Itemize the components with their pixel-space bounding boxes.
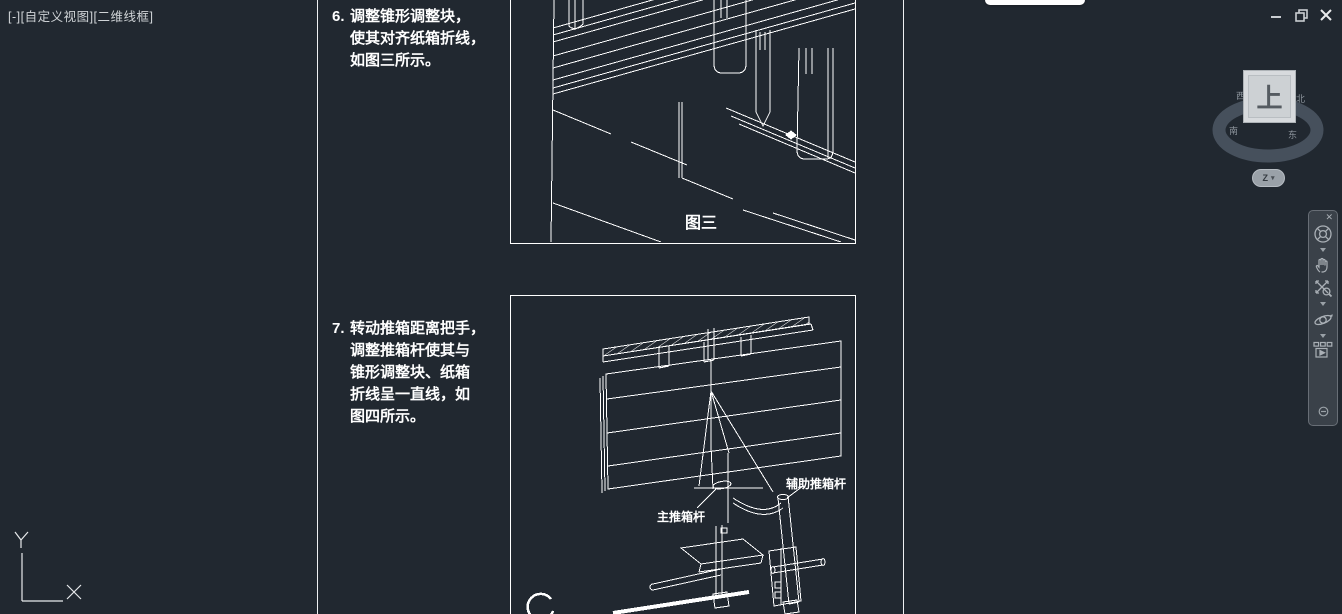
- step-number: 7.: [332, 320, 345, 337]
- compass-west[interactable]: 西: [1236, 91, 1246, 101]
- sheet-border-left: [317, 0, 318, 614]
- figure3-caption: 图三: [684, 215, 717, 232]
- pan-hand-icon[interactable]: [1311, 254, 1335, 276]
- ucs-dropdown-button[interactable]: Z ▾: [1252, 169, 1285, 187]
- compass-south[interactable]: 南: [1229, 126, 1239, 136]
- restore-button[interactable]: [1293, 7, 1309, 23]
- step-text-line: 转动推箱距离把手，: [350, 320, 486, 337]
- step-text-line: 图四所示。: [350, 408, 426, 425]
- viewcube-top-face[interactable]: 上: [1243, 70, 1296, 123]
- step-text: 转动推箱距离把手， 调整推箱杆使其与 锥形调整块、纸箱 折线呈一直线，如 图四所…: [350, 318, 485, 428]
- viewcube: 西 北 南 东 上 Z ▾: [1203, 58, 1339, 198]
- step-text-line: 调整锥形调整块，: [350, 8, 471, 25]
- minimize-button[interactable]: [1268, 7, 1284, 23]
- compass-east[interactable]: 东: [1288, 130, 1298, 140]
- viewcube-face-label: 上: [1248, 75, 1291, 118]
- orbit-menu-caret[interactable]: [1320, 334, 1326, 338]
- step-text-line: 调整推箱杆使其与: [350, 342, 471, 359]
- sheet-border-right: [903, 0, 904, 614]
- wheel-menu-caret[interactable]: [1320, 248, 1326, 252]
- step-text: 调整锥形调整块， 使其对齐纸箱折线， 如图三所示。: [350, 6, 485, 72]
- restore-icon: [1294, 8, 1308, 22]
- zoom-menu-caret[interactable]: [1320, 302, 1326, 306]
- close-button[interactable]: [1318, 7, 1334, 23]
- ucs-x-glyph: [66, 584, 82, 600]
- instruction-step-6: 6. 调整锥形调整块， 使其对齐纸箱折线， 如图三所示。: [332, 6, 485, 72]
- viewport-controls[interactable]: [-][自定义视图][二维线框]: [8, 10, 154, 24]
- step-text-line: 折线呈一直线，如: [350, 386, 471, 403]
- close-icon: [1320, 9, 1332, 21]
- collapsed-panel-tab[interactable]: [985, 0, 1085, 5]
- chevron-down-icon: ▾: [1270, 175, 1275, 182]
- steering-wheel-icon[interactable]: [1311, 222, 1335, 246]
- showmotion-icon[interactable]: [1311, 340, 1335, 362]
- ucs-y-glyph: [14, 531, 29, 548]
- navbar-close-icon[interactable]: ✕: [1325, 212, 1333, 222]
- figure4-drawing: [526, 316, 842, 614]
- ucs-axes-lines: [21, 553, 63, 602]
- orbit-icon[interactable]: [1311, 308, 1335, 332]
- zoom-extents-icon[interactable]: [1311, 276, 1335, 300]
- compass-north[interactable]: 北: [1296, 94, 1306, 104]
- step-number: 6.: [332, 8, 345, 25]
- window-controls: [1268, 7, 1334, 23]
- figure3-frame: 图三: [510, 0, 856, 244]
- step-text-line: 使其对齐纸箱折线，: [350, 30, 486, 47]
- step-text-line: 锥形调整块、纸箱: [350, 364, 471, 381]
- instruction-step-7: 7. 转动推箱距离把手， 调整推箱杆使其与 锥形调整块、纸箱 折线呈一直线，如 …: [332, 318, 485, 428]
- navbar-customize-icon[interactable]: [1318, 404, 1329, 425]
- figure4-frame: 主推箱杆 辅助推箱杆: [510, 295, 856, 614]
- figure3-drawing: [550, 0, 855, 242]
- ucs-dropdown-label: Z: [1262, 173, 1268, 183]
- minimize-icon: [1271, 16, 1281, 18]
- step-text-line: 如图三所示。: [350, 52, 441, 69]
- navigation-bar: ✕: [1308, 210, 1338, 426]
- figure4-label-aux-rod: 辅助推箱杆: [786, 477, 847, 491]
- ucs-icon: [14, 531, 82, 602]
- figure4-label-main-rod: 主推箱杆: [657, 510, 706, 524]
